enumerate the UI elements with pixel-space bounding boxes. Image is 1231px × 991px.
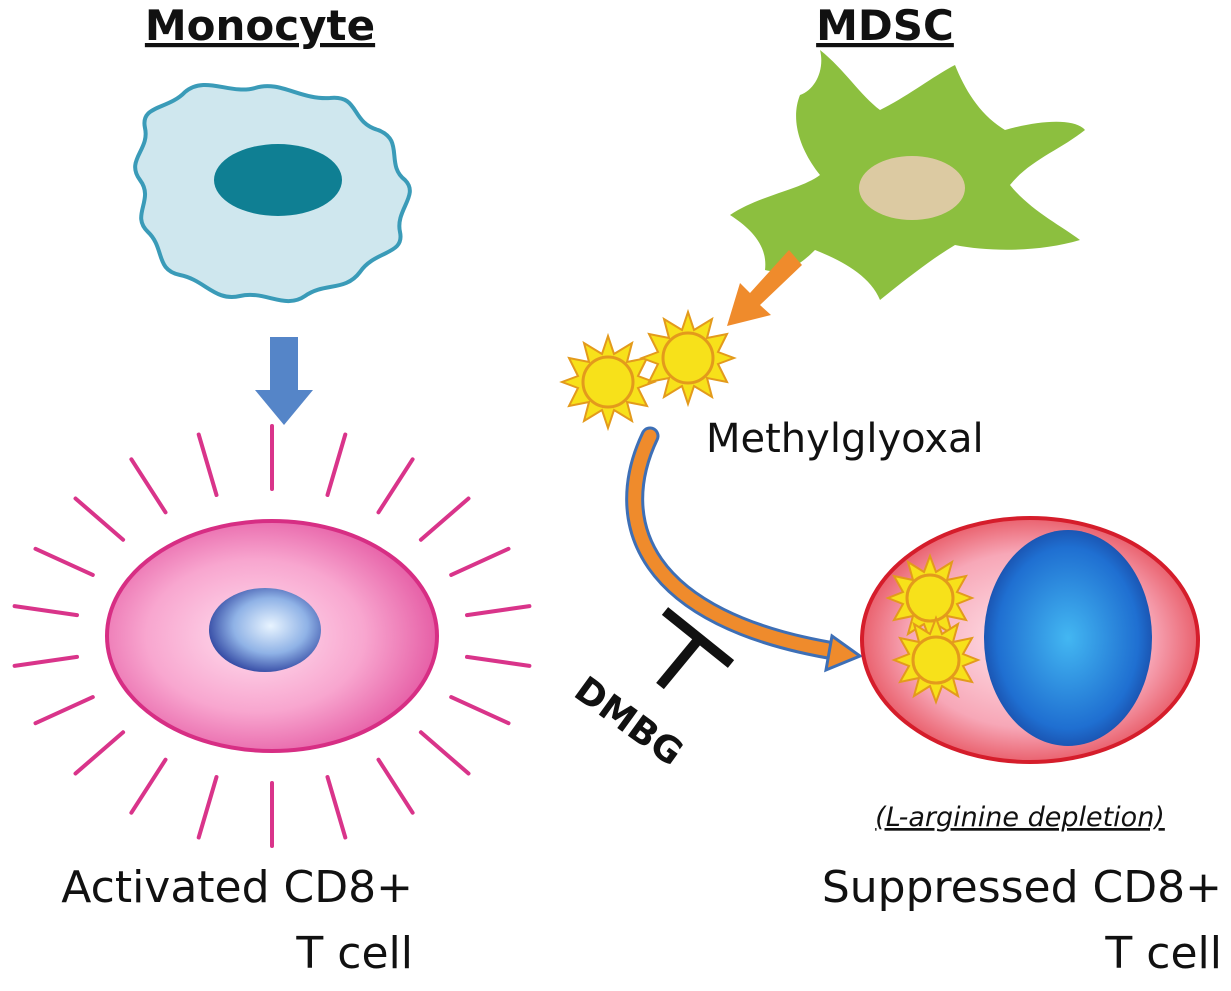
l-arginine-note: (L-arginine depletion) [875,802,1165,833]
activation-spikes [12,424,532,848]
methylglyoxal-label: Methylglyoxal [706,416,984,462]
activation-spike [33,695,95,726]
methylglyoxal-sun-icon [639,308,737,408]
mdsc-title: MDSC [816,1,954,50]
activation-spike [465,654,532,668]
mdsc-cell [730,50,1085,300]
dmbg-inhibitor [656,607,735,690]
mdsc-release-arrow [727,250,802,326]
activation-spike [33,546,95,577]
activation-spike [12,604,79,618]
activation-spike [376,457,415,515]
activation-spike [325,432,348,497]
uptake-arrow [625,426,864,673]
suppressed-t-cell [860,516,1200,764]
activation-spike [12,654,79,668]
activation-spike [418,730,471,776]
activation-spike [418,496,471,542]
mdsc-nucleus [859,156,965,220]
activation-spike [449,695,511,726]
monocyte-nucleus [214,144,342,216]
activation-arrow [255,337,313,425]
suppressed-caption-line1: Suppressed CD8+ [822,862,1222,913]
methylglyoxal-molecules [559,308,737,432]
monocyte-cell [133,82,412,303]
activated-caption-line1: Activated CD8+ [61,862,413,913]
internalized-sun-icon [891,615,981,705]
activation-spike [449,546,511,577]
methylglyoxal-sun-icon [559,332,657,432]
activated-t-cell-nucleus [209,588,321,672]
activation-spike [376,757,415,815]
dmbg-label: DMBG [567,669,690,774]
activation-spike [196,775,219,840]
activated-caption-line2: T cell [295,928,413,979]
activation-spike [465,604,532,618]
activation-spike [196,432,219,497]
suppressed-caption-line2: T cell [1104,928,1222,979]
activation-spike [129,757,168,815]
suppressed-t-cell-nucleus [984,530,1152,746]
activated-t-cell [12,424,532,848]
activation-spike [129,457,168,515]
activation-spike [73,730,126,776]
monocyte-title: Monocyte [145,1,375,50]
activation-spike [73,496,126,542]
activation-spike [325,775,348,840]
